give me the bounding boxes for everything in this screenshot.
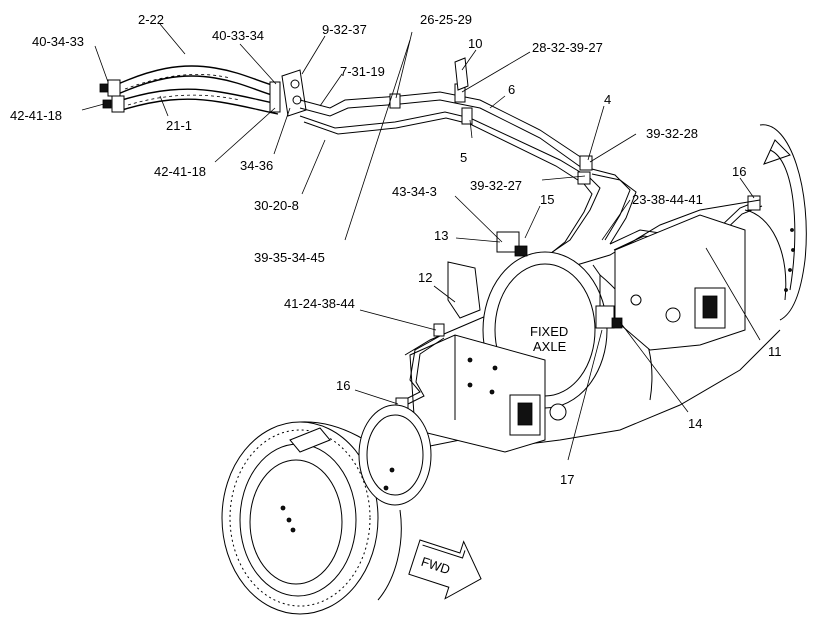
- callout-4: 4: [604, 92, 611, 107]
- leader-lines: [81, 23, 761, 461]
- callout-16-right: 16: [732, 164, 746, 179]
- callout-39-32-27: 39-32-27: [470, 178, 522, 193]
- callout-39-32-28: 39-32-28: [646, 126, 698, 141]
- fitting-right: [269, 81, 281, 113]
- callout-28-32-39-27: 28-32-39-27: [532, 40, 603, 55]
- callout-labels: 2-22 40-34-33 42-41-18 21-1 40-33-34 9-3…: [10, 12, 782, 487]
- clamp-39-32-27: [577, 171, 591, 185]
- callout-42-41-18-left: 42-41-18: [10, 108, 62, 123]
- callout-40-33-34: 40-33-34: [212, 28, 264, 43]
- callout-23-38-44-41: 23-38-44-41: [632, 192, 703, 207]
- clamp-4: [579, 155, 593, 171]
- right-wheel: [744, 124, 807, 321]
- clamp-5: [461, 107, 473, 125]
- fitting-left-lower: [111, 95, 125, 113]
- right-axle-arm: [614, 214, 746, 351]
- callout-43-34-3: 43-34-3: [392, 184, 437, 199]
- callout-12: 12: [418, 270, 432, 285]
- callout-34-36: 34-36: [240, 158, 273, 173]
- callout-17: 17: [560, 472, 574, 487]
- axle-housing: [395, 199, 781, 453]
- left-wheel: [221, 404, 432, 615]
- fitting-left-upper: [107, 79, 121, 97]
- callout-21-1: 21-1: [166, 118, 192, 133]
- fwd-arrow: FWD: [408, 539, 482, 600]
- callout-13: 13: [434, 228, 448, 243]
- fitting-16-right: [747, 195, 761, 211]
- callout-7-31-19: 7-31-19: [340, 64, 385, 79]
- callout-39-35-34-45: 39-35-34-45: [254, 250, 325, 265]
- callout-11: 11: [768, 344, 782, 359]
- callout-9-32-37: 9-32-37: [322, 22, 367, 37]
- callout-30-20-8: 30-20-8: [254, 198, 299, 213]
- callout-16-left: 16: [336, 378, 350, 393]
- hose-assembly: [99, 65, 307, 117]
- callout-42-41-18-mid: 42-41-18: [154, 164, 206, 179]
- axle-label-line2: AXLE: [533, 339, 567, 354]
- callout-6: 6: [508, 82, 515, 97]
- axle-label-line1: FIXED: [530, 324, 568, 339]
- callout-2-22: 2-22: [138, 12, 164, 27]
- component-12: [447, 261, 481, 319]
- callout-40-34-33-left: 40-34-33: [32, 34, 84, 49]
- callout-5: 5: [460, 150, 467, 165]
- callout-14: 14: [688, 416, 702, 431]
- callout-41-24-38-44: 41-24-38-44: [284, 296, 355, 311]
- callout-10: 10: [468, 36, 482, 51]
- left-hub: [358, 404, 432, 506]
- callout-26-25-29: 26-25-29: [420, 12, 472, 27]
- component-14: [595, 305, 615, 329]
- callout-15: 15: [540, 192, 554, 207]
